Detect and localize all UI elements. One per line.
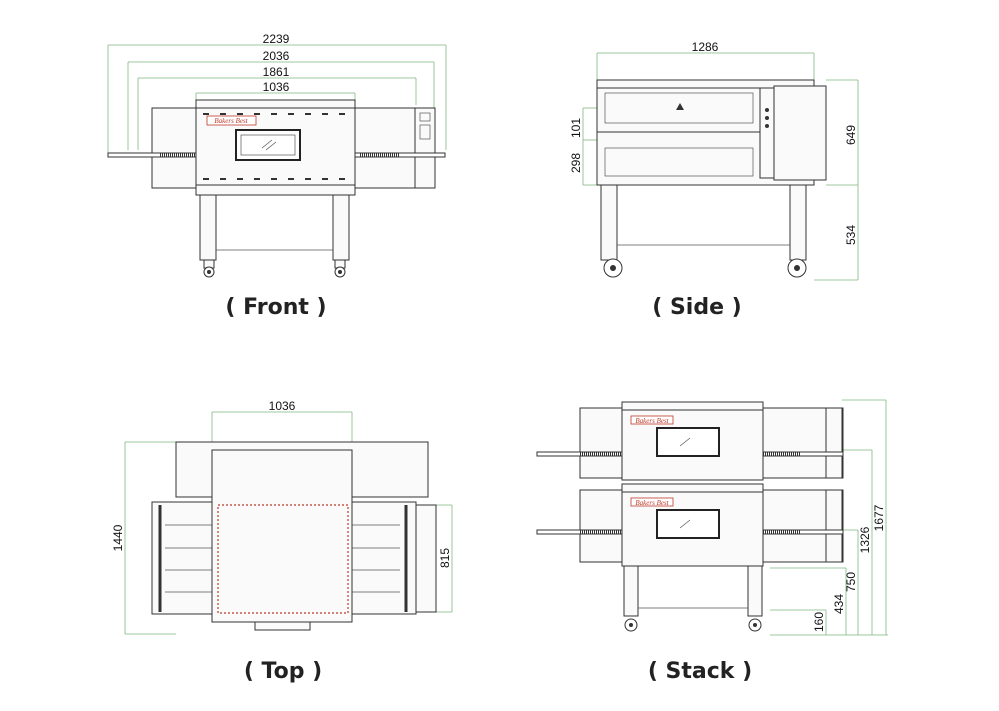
- front-left-box: [151, 107, 197, 189]
- top-conveyor-slats: [158, 505, 408, 612]
- front-stand: [199, 194, 350, 278]
- side-control-box: [773, 85, 827, 181]
- side-warning-icon: [676, 103, 684, 110]
- stack-dim-434: 434: [832, 594, 846, 614]
- front-logo-badge: [206, 115, 257, 126]
- front-control-panel: [414, 107, 436, 189]
- stack-lower-logo-text: Bakers Best: [635, 499, 669, 507]
- front-right-box: [354, 107, 416, 189]
- front-dim-2036: 2036: [263, 49, 290, 63]
- stack-dim-1326: 1326: [858, 526, 872, 553]
- side-dim-1286: 1286: [692, 40, 719, 54]
- stack-upper-oven: [536, 401, 844, 481]
- front-controls: [419, 124, 431, 140]
- side-dim-101: 101: [569, 118, 583, 138]
- side-caption: ( Side ): [652, 295, 741, 320]
- side-view: 1286 101 298 649 534 ( Side ): [569, 40, 859, 320]
- stack-dim-750: 750: [844, 572, 858, 592]
- side-dim-534: 534: [844, 225, 858, 245]
- stack-dim-1677: 1677: [872, 504, 886, 531]
- front-display: [419, 112, 431, 122]
- front-logo-text: Bakers Best: [214, 117, 248, 125]
- top-oven-body: [211, 449, 353, 623]
- stack-lower-oven: [536, 483, 844, 567]
- top-caption: ( Top ): [244, 659, 322, 684]
- side-dim-649: 649: [844, 125, 858, 145]
- top-view: 1036 1440 815 ( Top ): [111, 399, 453, 684]
- side-stand: [600, 184, 807, 278]
- top-end-plate: [415, 504, 437, 613]
- side-dimension-lines: [582, 52, 859, 281]
- front-dim-1036: 1036: [263, 80, 290, 94]
- stack-stand: [623, 565, 763, 632]
- top-left-conveyor: [151, 501, 213, 615]
- front-caption: ( Front ): [225, 295, 326, 320]
- top-dim-815: 815: [438, 548, 452, 568]
- side-top-panel: [604, 92, 754, 124]
- top-dim-1440: 1440: [111, 524, 125, 551]
- side-control-strip: [759, 87, 775, 179]
- top-dim-1036: 1036: [269, 399, 296, 413]
- stack-upper-logo-text: Bakers Best: [635, 417, 669, 425]
- front-view: 2239 2036 1861 1036 Bakers Best: [107, 32, 447, 320]
- side-dim-298: 298: [569, 153, 583, 173]
- top-dimension-lines: [124, 411, 453, 635]
- front-dim-1861: 1861: [263, 65, 290, 79]
- front-oven-window: [235, 129, 301, 161]
- front-vent-slots: [203, 113, 345, 180]
- stack-caption: ( Stack ): [648, 659, 752, 684]
- side-bottom-panel: [604, 147, 754, 177]
- top-front-handle: [254, 621, 311, 631]
- stack-view: 1677 1326 750 434 160 Bakers Best: [536, 399, 888, 684]
- stack-dim-160: 160: [812, 612, 826, 632]
- top-baking-area: [217, 504, 349, 614]
- front-dimension-lines: [107, 44, 447, 155]
- front-dim-2239: 2239: [263, 32, 290, 46]
